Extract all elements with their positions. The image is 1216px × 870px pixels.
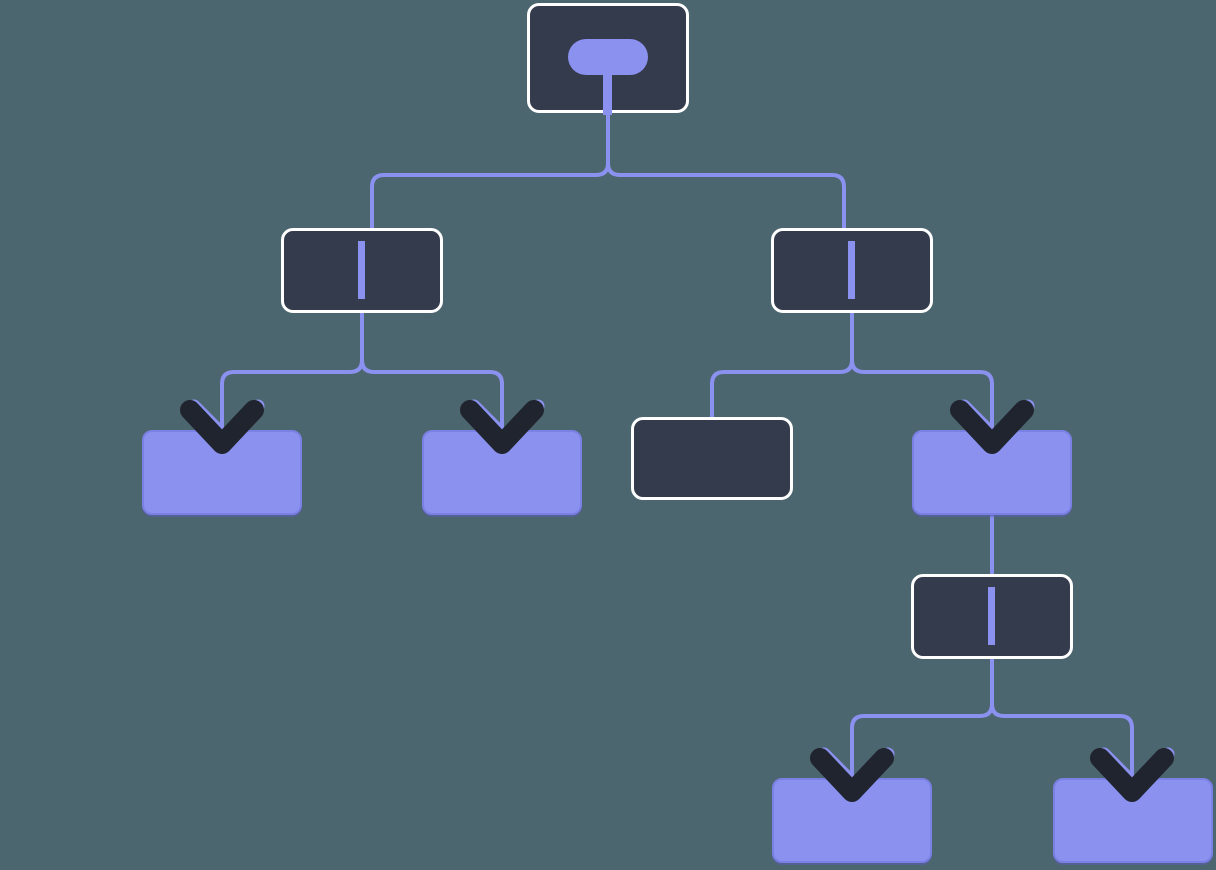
arrowhead-leaf-2 xyxy=(470,406,538,444)
vertical-line-glyph xyxy=(848,241,855,299)
edge-right-branch-to-pass xyxy=(850,311,994,442)
arrowhead-leaf-1 xyxy=(190,406,258,444)
edge-left-branch-to-leaf-2 xyxy=(360,311,504,442)
arrowhead-leaf-3 xyxy=(820,754,888,792)
arrowhead-pass xyxy=(960,406,1028,444)
terminal-node-dark[interactable] xyxy=(631,417,793,500)
arrowhead-leaf-4 xyxy=(1100,754,1168,792)
vertical-line-glyph xyxy=(358,241,365,299)
pill-with-stem-glyph xyxy=(568,39,648,115)
vertical-line-glyph xyxy=(988,587,995,645)
edge-lower-branch-to-leaf-4 xyxy=(990,657,1134,790)
edge-root-to-right-branch xyxy=(606,111,846,236)
